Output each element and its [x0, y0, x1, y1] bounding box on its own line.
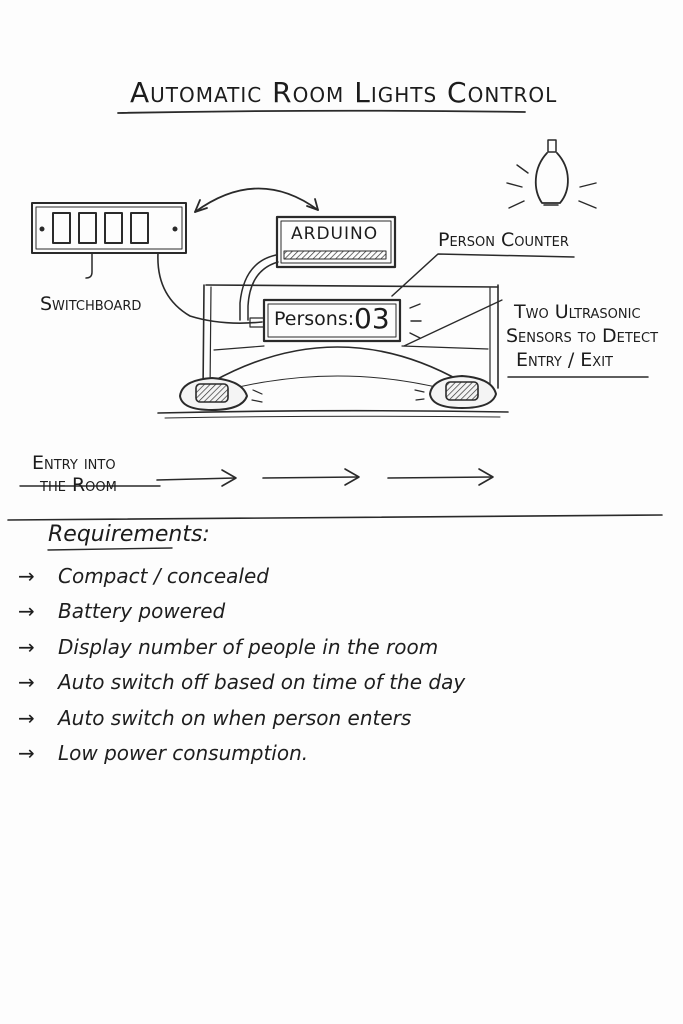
requirement-text: Low power consumption.: [58, 741, 309, 766]
arduino-board: [275, 215, 397, 269]
persons-count: 03: [354, 302, 390, 335]
sensors-label-line3: Entry / Exit: [516, 349, 613, 371]
page-title: Automatic Room Lights Control: [130, 76, 558, 109]
arrow-icon: →: [18, 634, 35, 659]
arrow-icon: →: [18, 741, 35, 766]
light-bulb-icon: [506, 139, 597, 209]
switchboard-icon: [31, 202, 187, 279]
arrow-icon: →: [18, 705, 35, 730]
entry-label-line2: the Room: [40, 474, 117, 496]
requirements-list: → Compact / concealed → Battery powered → D…: [18, 558, 465, 771]
arduino-label: ARDUINO: [291, 224, 379, 244]
link-arrow: [194, 187, 319, 213]
requirements-heading: Requirements:: [48, 522, 210, 547]
requirement-text: Battery powered: [58, 599, 226, 624]
arrow-icon: →: [18, 670, 35, 695]
persons-prefix: Persons:: [274, 308, 355, 330]
detection-arc: [211, 346, 463, 383]
left-sensor-icon: [179, 377, 263, 411]
list-item: → Compact / concealed: [18, 558, 465, 594]
requirement-text: Compact / concealed: [58, 563, 269, 588]
arrow-icon: →: [18, 599, 35, 624]
list-item: → Low power consumption.: [18, 736, 465, 772]
list-item: → Display number of people in the room: [18, 629, 465, 665]
floor-line: [157, 409, 509, 414]
requirements-underline: [47, 547, 173, 551]
section-divider: [7, 514, 663, 521]
sensors-callout: [403, 299, 503, 347]
requirement-text: Auto switch on when person enters: [58, 705, 412, 730]
entry-label-line1: Entry into: [32, 452, 116, 474]
persons-display: [249, 298, 422, 343]
list-item: → Battery powered: [18, 594, 465, 630]
sensors-label-line1: Two Ultrasonic: [514, 301, 641, 323]
title-underline: [117, 109, 526, 114]
list-item: → Auto switch off based on time of the da…: [18, 665, 465, 701]
requirement-text: Display number of people in the room: [58, 634, 439, 659]
entry-arrows: [19, 468, 494, 487]
person-counter-callout: [391, 253, 575, 297]
requirement-text: Auto switch off based on time of the day: [58, 670, 466, 695]
switchboard-label: Switchboard: [40, 293, 142, 315]
person-counter-label: Person Counter: [438, 229, 569, 251]
arrow-icon: →: [18, 563, 35, 588]
list-item: → Auto switch on when person enters: [18, 700, 465, 736]
right-sensor-icon: [414, 375, 497, 409]
sensors-label-line2: Sensors to Detect: [506, 325, 659, 347]
